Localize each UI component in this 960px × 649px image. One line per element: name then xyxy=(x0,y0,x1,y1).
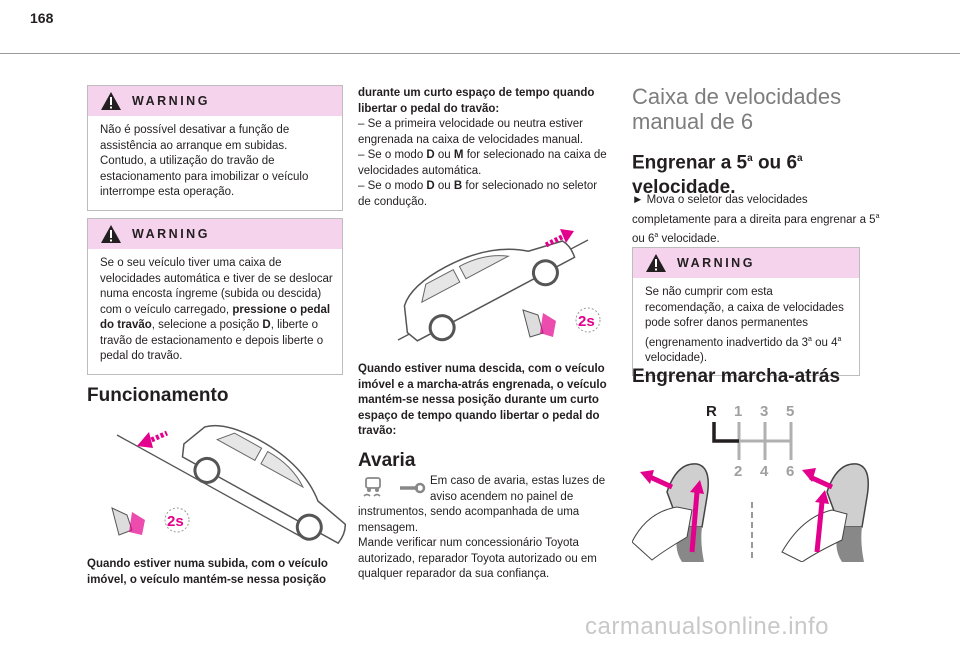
warning-text: Não é possível desativar a função de ass… xyxy=(100,124,309,198)
warning-box-1: WARNING Não é possível desativar a funçã… xyxy=(87,85,343,211)
list-item: – Se o modo D ou M for selecionado na ca… xyxy=(358,149,607,177)
brake-pedal-icon xyxy=(111,507,145,536)
figure-caption: Quando estiver numa subida, com o veícul… xyxy=(87,558,328,586)
warning-box-2: WARNING Se o seu veículo tiver uma caixa… xyxy=(87,218,343,375)
chapter-title: Caixa de velocidades manual de 6 xyxy=(632,84,842,134)
instruction-paragraph: ► Mova o seletor das velocidades complet… xyxy=(632,194,880,245)
gear-lever-illustration xyxy=(632,463,869,562)
section-heading-avaria: Avaria xyxy=(358,450,416,471)
list-item: – Se a primeira velocidade ou neutra est… xyxy=(358,118,584,146)
warning-lights-icons xyxy=(358,474,428,504)
warning-triangle-icon xyxy=(101,225,121,243)
brake-pedal-icon xyxy=(522,309,556,338)
warning-title: WARNING xyxy=(132,94,210,108)
header-divider xyxy=(0,53,960,54)
warning-triangle-icon xyxy=(646,254,666,272)
svg-text:R: R xyxy=(706,403,717,420)
motion-arrow-icon xyxy=(544,229,574,248)
svg-text:5: 5 xyxy=(786,403,794,420)
subheading-reverse-gear: Engrenar marcha-atrás xyxy=(632,366,841,387)
svg-text:3: 3 xyxy=(760,403,768,420)
warning-triangle-icon xyxy=(101,92,121,110)
avaria-text: Em caso de avaria, estas luzes de aviso … xyxy=(358,474,606,580)
list-item: – Se o modo D ou B for selecionado no se… xyxy=(358,180,598,208)
footer-watermark: carmanualsonline.info xyxy=(585,613,829,640)
warning-header: WARNING xyxy=(88,86,342,116)
warning-box-3: WARNING Se não cumprir com esta recomend… xyxy=(632,247,860,377)
timer-2s-icon: 2s xyxy=(575,307,601,333)
warning-header: WARNING xyxy=(633,248,859,278)
motion-arrow-icon xyxy=(137,430,169,448)
warning-text: Se o seu veículo tiver uma caixa de velo… xyxy=(100,257,333,362)
continued-text: durante um curto espaço de tempo quando … xyxy=(358,86,612,210)
gear-pattern-diagram: R 1 3 5 2 4 6 xyxy=(706,403,794,480)
gear-knob-right xyxy=(781,463,869,562)
skid-warning-icon xyxy=(363,477,381,497)
timer-2s-icon: 2s xyxy=(164,507,190,533)
downhill-car-illustration: 2s xyxy=(397,229,601,342)
warning-title: WARNING xyxy=(132,227,210,241)
svg-text:1: 1 xyxy=(734,403,742,420)
gear-knob-left xyxy=(632,463,709,562)
svg-text:2s: 2s xyxy=(578,313,595,330)
figure-caption: Quando estiver numa descida, com o veícu… xyxy=(358,363,607,437)
continued-bold-line: durante um curto espaço de tempo quando … xyxy=(358,87,595,115)
svg-text:4: 4 xyxy=(760,463,769,480)
svg-text:2s: 2s xyxy=(167,513,184,530)
svg-text:6: 6 xyxy=(786,463,794,480)
warning-text: Se não cumprir com esta recomendação, a … xyxy=(645,286,844,364)
uphill-car-illustration: 2s xyxy=(111,424,346,545)
page-number: 168 xyxy=(30,10,54,26)
warning-title: WARNING xyxy=(677,256,755,270)
warning-header: WARNING xyxy=(88,219,342,249)
svg-text:2: 2 xyxy=(734,463,742,480)
section-heading-funcionamento: Funcionamento xyxy=(87,385,229,406)
wrench-icon xyxy=(400,482,426,494)
